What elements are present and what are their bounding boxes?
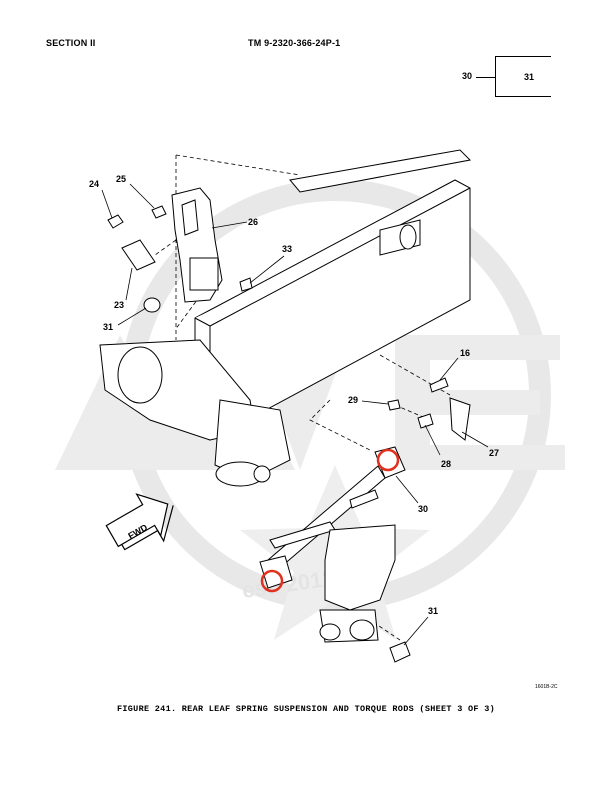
bolt-16 (429, 377, 449, 393)
spacer-23 (121, 239, 156, 271)
forward-arrow (105, 493, 174, 551)
figure-caption: FIGURE 241. REAR LEAF SPRING SUSPENSION … (116, 704, 496, 714)
callout-30: 30 (418, 504, 428, 514)
pin-27 (449, 397, 471, 441)
lower-bracket (319, 524, 396, 643)
callout-24: 24 (89, 179, 99, 189)
callout-28: 28 (441, 459, 451, 469)
sheet-ref-box: 31 (495, 56, 551, 97)
nut-29 (387, 399, 401, 411)
nut-33 (239, 277, 253, 292)
callout-33: 33 (282, 244, 292, 254)
bolt-25 (151, 205, 167, 219)
sheet-ref-leader (476, 77, 495, 78)
callout-31-lower: 31 (428, 606, 438, 616)
highlight-ring-upper (376, 448, 400, 472)
callout-29: 29 (348, 395, 358, 405)
callout-leaders (101, 183, 489, 646)
callout-31-upper: 31 (103, 322, 113, 332)
callout-27: 27 (489, 448, 499, 458)
washer-31 (143, 297, 161, 313)
callout-23: 23 (114, 300, 124, 310)
frame-rail (194, 149, 472, 441)
axle-housing (99, 339, 291, 487)
sheet-ref-to: 31 (524, 72, 535, 82)
washer-31b (389, 641, 411, 663)
highlight-ring-lower (260, 569, 284, 593)
drawing-id: 1601B-2C (535, 684, 558, 690)
bolt-28 (417, 413, 434, 429)
sheet-ref-from: 30 (462, 71, 473, 81)
fastener-parts (107, 205, 471, 663)
section-label: SECTION II (46, 38, 96, 48)
spring-hanger-bracket (171, 187, 223, 303)
callout-25: 25 (116, 174, 126, 184)
callout-26: 26 (248, 217, 258, 227)
tm-number: TM 9-2320-366-24P-1 (248, 38, 341, 48)
nut-24 (107, 214, 124, 229)
callout-16: 16 (460, 348, 470, 358)
